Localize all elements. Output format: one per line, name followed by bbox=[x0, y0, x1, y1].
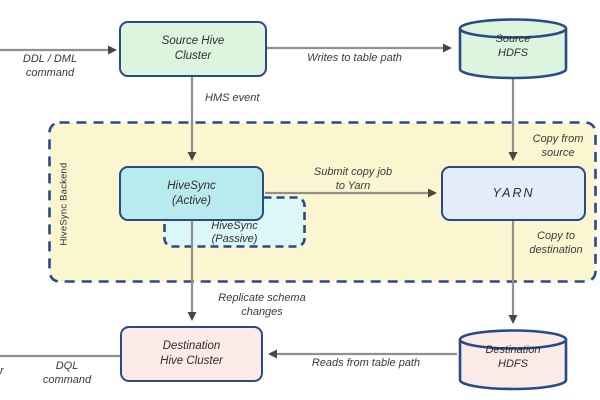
edge-label-writes-to-table-path: Writes to table path bbox=[307, 52, 402, 64]
node-label-hivesync-active: HiveSync (Active) bbox=[167, 179, 216, 207]
node-label-source-hive-cluster: Source Hive Cluster bbox=[161, 35, 225, 62]
edge-label-copy-from-source: Copy from source bbox=[532, 133, 584, 160]
node-hivesync-active: HiveSync (Active) bbox=[119, 166, 264, 221]
edge-label-copy-to-destination: Copy to destination bbox=[529, 230, 583, 257]
edge-label-dql-command: DQL command bbox=[42, 360, 92, 387]
node-source-hdfs: Source HDFS bbox=[457, 18, 569, 80]
clipped-left-label-fragment: r bbox=[0, 365, 4, 377]
node-label-hivesync-passive: HiveSync (Passive) bbox=[211, 219, 258, 245]
node-label-source-hdfs: Source HDFS bbox=[495, 33, 531, 59]
node-label-destination-hdfs: Destination HDFS bbox=[485, 344, 541, 370]
node-yarn: YARN bbox=[441, 166, 586, 221]
node-label-yarn: YARN bbox=[492, 186, 535, 201]
edge-label-replicate-schema-changes: Replicate schema changes bbox=[218, 292, 306, 319]
node-label-destination-hive-cluster: Destination Hive Cluster bbox=[160, 340, 223, 367]
edge-label-hms-event: HMS event bbox=[205, 92, 260, 104]
node-source-hive-cluster: Source Hive Cluster bbox=[119, 21, 267, 77]
node-destination-hive-cluster: Destination Hive Cluster bbox=[120, 326, 263, 382]
destination-hdfs-cylinder-icon bbox=[458, 329, 568, 391]
edge-label-reads-from-table-path: Reads from table path bbox=[311, 357, 421, 369]
node-destination-hdfs: Destination HDFS bbox=[457, 329, 569, 391]
edge-label-submit-copy-job: Submit copy job to Yarn bbox=[313, 166, 393, 193]
edge-label-ddl-dml-command: DDL / DML command bbox=[22, 53, 78, 80]
source-hdfs-cylinder-icon bbox=[458, 18, 568, 80]
